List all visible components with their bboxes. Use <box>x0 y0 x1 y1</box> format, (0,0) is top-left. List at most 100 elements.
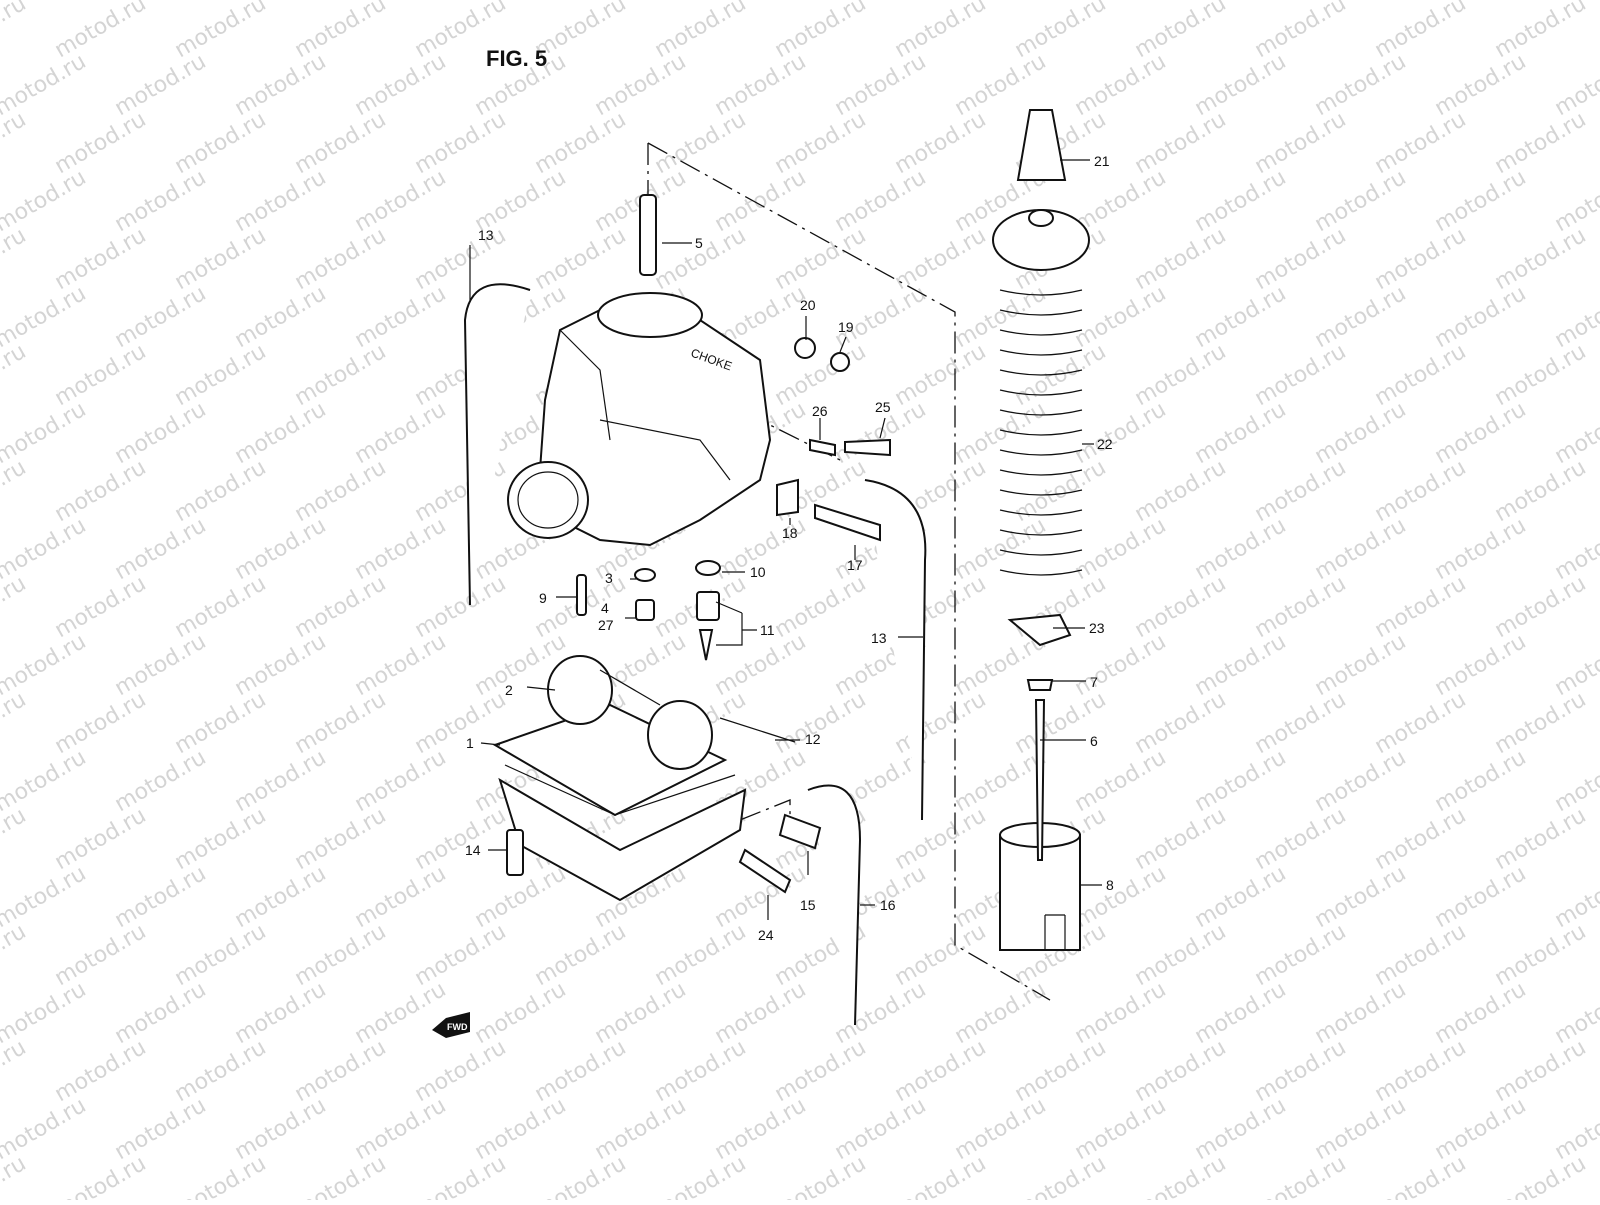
callout-18: 18 <box>782 525 798 541</box>
watermark-text: motod.ru <box>1071 629 1171 701</box>
watermark-text: motod.ru <box>351 49 451 121</box>
watermark-text: motod.ru <box>1311 281 1411 353</box>
watermark-text: motod.ru <box>1191 629 1291 701</box>
callout-8: 8 <box>1106 877 1114 893</box>
watermark-text: motod.ru <box>231 513 331 585</box>
fwd-badge: FWD <box>432 1012 470 1038</box>
watermark-text: motod.ru <box>1011 1151 1111 1200</box>
watermark-text: motod.ru <box>171 919 271 991</box>
watermark-text: motod.ru <box>1371 1151 1471 1200</box>
watermark-text: motod.ru <box>1251 223 1351 295</box>
watermark-text: motod.ru <box>1251 803 1351 875</box>
watermark-text: motod.ru <box>231 977 331 1049</box>
watermark-text: motod.ru <box>1191 49 1291 121</box>
watermark-text: motod.ru <box>111 629 211 701</box>
watermark-text: motod.ru <box>1371 687 1471 759</box>
watermark-text: motod.ru <box>1431 165 1531 237</box>
watermark-text: motod.ru <box>771 107 871 179</box>
watermark-text: motod.ru <box>1431 629 1531 701</box>
watermark-text: motod.ru <box>771 1151 871 1200</box>
watermark-text: motod.ru <box>0 339 30 411</box>
watermark-text: motod.ru <box>1191 1093 1291 1165</box>
callout-10: 10 <box>750 564 766 580</box>
watermark-text: motod.ru <box>1191 977 1291 1049</box>
watermark-text: motod.ru <box>1431 281 1531 353</box>
watermark-text: motod.ru <box>831 49 931 121</box>
watermark-text: motod.ru <box>411 107 511 179</box>
watermark-text: motod.ru <box>1191 397 1291 469</box>
watermark-text: motod.ru <box>411 1151 511 1200</box>
watermark-text: motod.ru <box>171 455 271 527</box>
watermark-text: motod.ru <box>351 977 451 1049</box>
watermark-text: motod.ru <box>291 223 391 295</box>
watermark-text: motod.ru <box>1191 165 1291 237</box>
watermark-text: motod.ru <box>171 107 271 179</box>
callout-12: 12 <box>805 731 821 747</box>
watermark-text: motod.ru <box>1131 0 1231 63</box>
watermark-text: motod.ru <box>351 745 451 817</box>
callout-25: 25 <box>875 399 891 415</box>
watermark-text: motod.ru <box>831 165 931 237</box>
watermark-text: motod.ru <box>171 223 271 295</box>
watermark-text: motod.ru <box>891 803 991 875</box>
watermark-text: motod.ru <box>291 0 391 63</box>
watermark-text: motod.ru <box>1131 339 1231 411</box>
callout-13-top: 13 <box>478 227 494 243</box>
watermark-text: motod.ru <box>0 223 30 295</box>
watermark-text: motod.ru <box>1071 165 1171 237</box>
watermark-text: motod.ru <box>411 803 511 875</box>
watermark-text: motod.ru <box>1131 803 1231 875</box>
callout-17: 17 <box>847 557 863 573</box>
watermark-text: motod.ru <box>531 223 631 295</box>
watermark-text: motod.ru <box>111 745 211 817</box>
callout-5: 5 <box>695 235 703 251</box>
watermark-text: motod.ru <box>0 0 30 63</box>
watermark-text: motod.ru <box>1491 571 1591 643</box>
watermark-text: motod.ru <box>1311 861 1411 933</box>
watermark-text: motod.ru <box>1251 1151 1351 1200</box>
watermark-text: motod.ru <box>1251 339 1351 411</box>
watermark-text: motod.ru <box>651 107 751 179</box>
watermark-text: motod.ru <box>951 397 1051 469</box>
watermark-text: motod.ru <box>1311 745 1411 817</box>
watermark-text: motod.ru <box>531 919 631 991</box>
watermark-text: motod.ru <box>711 165 811 237</box>
watermark-text: motod.ru <box>111 165 211 237</box>
watermark-text: motod.ru <box>1251 687 1351 759</box>
watermark-text: motod.ru <box>1311 629 1411 701</box>
watermark-text: motod.ru <box>0 571 30 643</box>
watermark-text: motod.ru <box>1011 0 1111 63</box>
watermark-text: motod.ru <box>171 687 271 759</box>
watermark-text: motod.ru <box>111 397 211 469</box>
watermark-text: motod.ru <box>1251 107 1351 179</box>
watermark-text: motod.ru <box>1311 49 1411 121</box>
watermark-text: motod.ru <box>171 339 271 411</box>
watermark-text: motod.ru <box>0 1151 30 1200</box>
watermark-text: motod.ru <box>171 1035 271 1107</box>
watermark-text: motod.ru <box>1071 513 1171 585</box>
watermark-text: motod.ru <box>1131 687 1231 759</box>
watermark-text: motod.ru <box>171 0 271 63</box>
watermark-text: motod.ru <box>1131 1035 1231 1107</box>
callout-14: 14 <box>465 842 481 858</box>
watermark-text: motod.ru <box>531 1035 631 1107</box>
watermark-text: motod.ru <box>771 0 871 63</box>
watermark-text: motod.ru <box>351 861 451 933</box>
watermark-text: motod.ru <box>351 513 451 585</box>
watermark-text: motod.ru <box>1491 339 1591 411</box>
watermark-text: motod.ru <box>0 687 30 759</box>
callout-20: 20 <box>800 297 816 313</box>
watermark-text: motod.ru <box>831 977 931 1049</box>
watermark-text: motod.ru <box>1431 513 1531 585</box>
watermark-text: motod.ru <box>591 49 691 121</box>
watermark-text: motod.ru <box>1191 281 1291 353</box>
watermark-text: motod.ru <box>351 397 451 469</box>
callout-23: 23 <box>1089 620 1105 636</box>
watermark-text: motod.ru <box>1071 861 1171 933</box>
watermark-text: motod.ru <box>651 919 751 991</box>
watermark-text: motod.ru <box>231 281 331 353</box>
watermark-text: motod.ru <box>291 803 391 875</box>
watermark-text: motod.ru <box>1251 455 1351 527</box>
